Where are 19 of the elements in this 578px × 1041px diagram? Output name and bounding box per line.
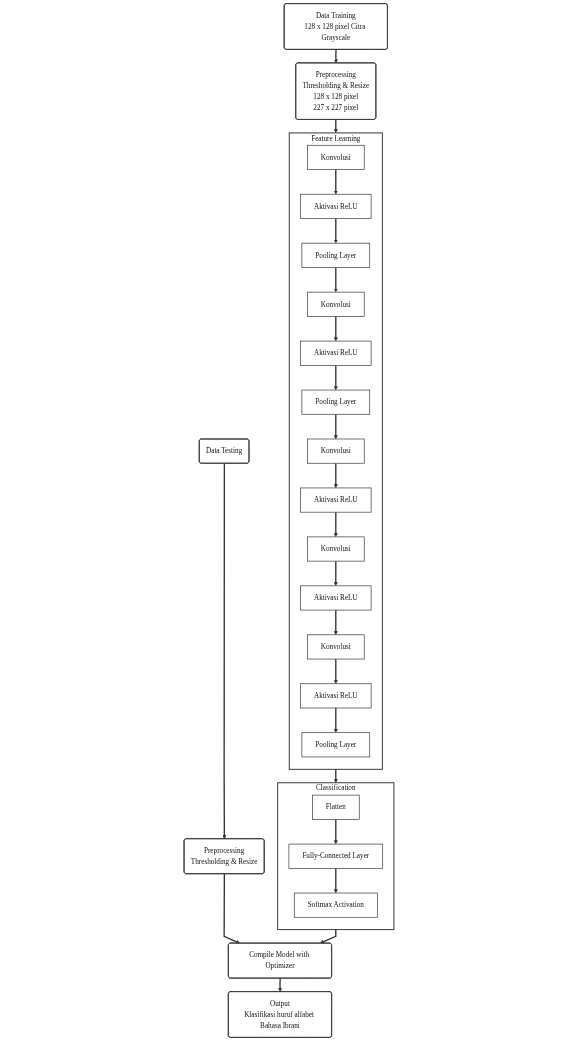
arrow	[333, 315, 338, 342]
arrow	[333, 609, 338, 635]
arrow	[333, 658, 338, 684]
arrow	[333, 707, 338, 733]
arrow	[333, 217, 338, 244]
arrow	[333, 266, 338, 293]
arrow	[333, 560, 338, 586]
arrow	[320, 928, 337, 944]
arrow	[333, 48, 338, 64]
arrow	[223, 873, 241, 944]
arrow	[278, 977, 283, 992]
arrow	[333, 364, 338, 391]
arrow	[333, 168, 338, 195]
arrow	[333, 511, 338, 538]
arrow	[333, 818, 338, 845]
arrow	[333, 867, 338, 894]
arrow	[333, 462, 338, 489]
arrow	[333, 413, 338, 440]
arrow	[222, 462, 227, 840]
